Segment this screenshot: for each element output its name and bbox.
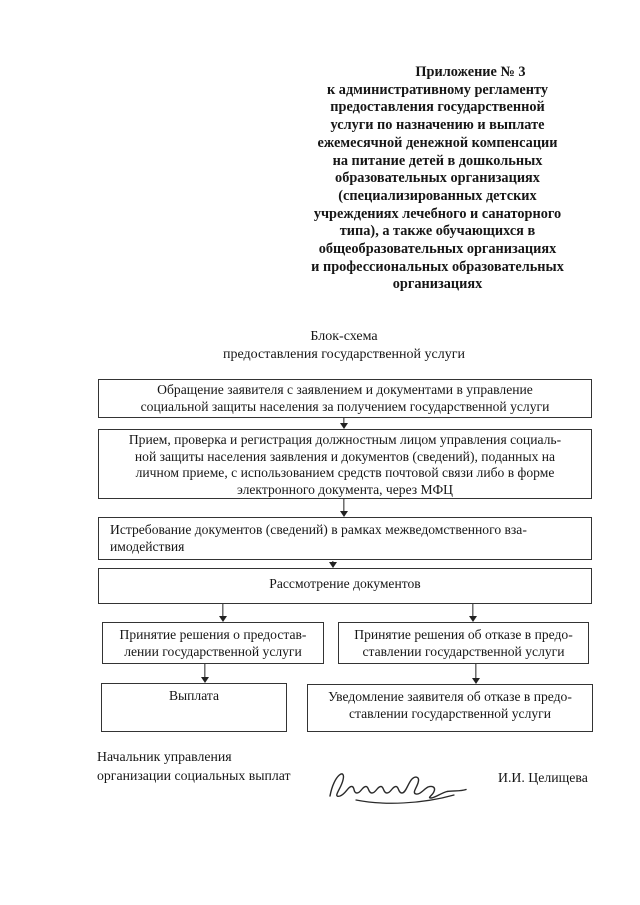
appendix-regulation-text: к административному регламенту предостав… [311, 81, 564, 293]
arrow-down-icon [340, 499, 349, 517]
flowchart-box-decision-refuse: Принятие решения об отказе в предо- став… [338, 622, 589, 664]
flowchart-box-payment: Выплата [101, 683, 287, 732]
flowchart-box-refusal-notice: Уведомление заявителя об отказе в предо-… [307, 684, 593, 732]
arrow-down-icon [472, 664, 481, 684]
arrow-down-icon [201, 664, 210, 683]
signoff-name: И.И. Целищева [498, 770, 588, 785]
arrow-down-icon [219, 604, 228, 622]
arrow-down-icon [469, 604, 478, 622]
arrow-down-icon [329, 561, 338, 568]
flowchart-box-review: Рассмотрение документов [98, 568, 592, 604]
flowchart-box-reception: Прием, проверка и регистрация должностны… [98, 429, 592, 499]
handwritten-signature-icon [329, 773, 467, 804]
flowchart-box-interagency-request: Истребование документов (сведений) в рам… [98, 517, 592, 560]
arrow-down-icon [340, 418, 349, 429]
signoff-position-title: Начальник управления организации социаль… [97, 749, 291, 783]
appendix-number: Приложение № 3 [415, 64, 526, 80]
flowchart-title: Блок-схема предоставления государственно… [223, 329, 465, 362]
flowchart-box-decision-grant: Принятие решения о предостав- лении госу… [102, 622, 324, 664]
flowchart-box-application: Обращение заявителя с заявлением и докум… [98, 379, 592, 418]
appendix-header: Приложение № 3 к административному регла… [245, 64, 630, 294]
